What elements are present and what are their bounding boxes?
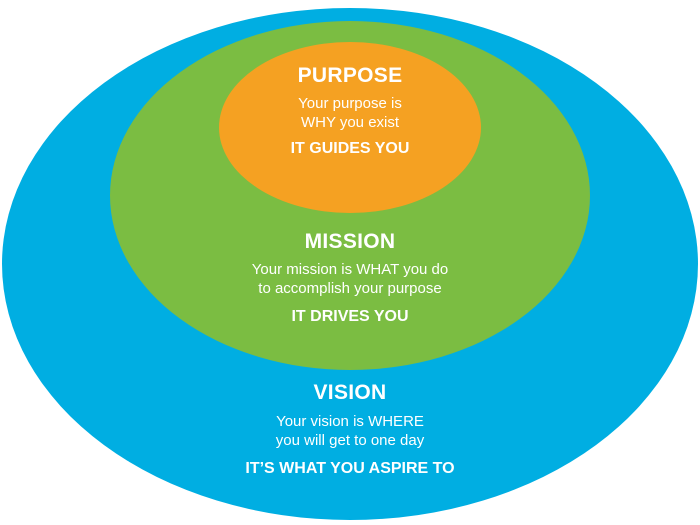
vision-text-block: VISION Your vision is WHERE you will get…	[0, 380, 700, 479]
mission-description-line-2: to accomplish your purpose	[258, 280, 442, 297]
mission-text-block: MISSION Your mission is WHAT you do to a…	[0, 229, 700, 327]
mission-title: MISSION	[304, 230, 396, 253]
purpose-ellipse	[219, 42, 481, 213]
purpose-title: PURPOSE	[297, 64, 403, 87]
vision-description-line-2: you will get to one day	[275, 432, 425, 449]
vision-title: VISION	[313, 381, 387, 404]
purpose-description-line-2: WHY you exist	[300, 114, 400, 131]
mission-tagline: IT DRIVES YOU	[291, 308, 409, 325]
purpose-text-block: PURPOSE Your purpose is WHY you exist IT…	[0, 63, 700, 159]
purpose-description-line-1: Your purpose is	[298, 95, 402, 112]
vision-tagline: IT’S WHAT YOU ASPIRE TO	[245, 460, 455, 477]
vision-description-line-1: Your vision is WHERE	[276, 413, 424, 430]
mission-description-line-1: Your mission is WHAT you do	[251, 261, 449, 278]
purpose-tagline: IT GUIDES YOU	[290, 140, 410, 157]
